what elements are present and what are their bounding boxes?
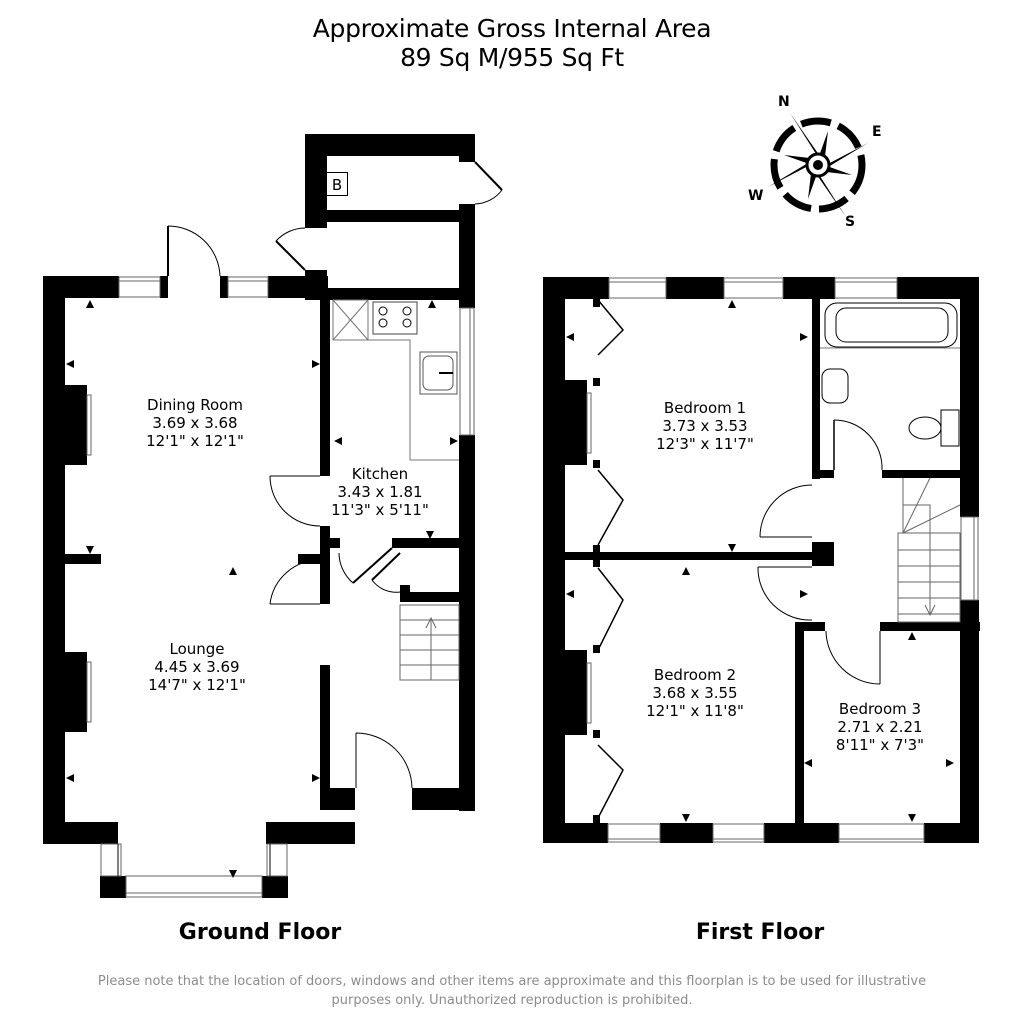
room-imperial: 12'1" x 12'1" xyxy=(146,432,244,450)
first-floor-lines xyxy=(586,277,979,843)
room-metric: 3.68 x 3.55 xyxy=(652,684,738,702)
ground-floor-markers xyxy=(66,300,458,878)
room-metric: 3.73 x 3.53 xyxy=(662,417,748,435)
room-metric: 3.43 x 1.81 xyxy=(337,483,423,501)
room-imperial: 12'1" x 11'8" xyxy=(646,702,744,720)
room-name: Bedroom 1 xyxy=(663,399,747,417)
room-bedroom-3: Bedroom 3 2.71 x 2.21 8'11" x 7'3" xyxy=(836,700,924,754)
compass-east-label: E xyxy=(872,124,882,140)
area-subtitle: 89 Sq M/955 Sq Ft xyxy=(400,43,624,72)
room-lounge: Lounge 4.45 x 3.69 14'7" x 12'1" xyxy=(148,640,246,694)
room-imperial: 11'3" x 5'11" xyxy=(331,501,429,519)
room-metric: 2.71 x 2.21 xyxy=(837,718,923,736)
room-imperial: 12'3" x 11'7" xyxy=(656,435,754,453)
first-floor-label: First Floor xyxy=(695,920,825,945)
disclaimer-line-2: purposes only. Unauthorized reproduction… xyxy=(331,993,693,1008)
first-floor-wardrobe-posts xyxy=(593,299,600,823)
ground-floor-lines xyxy=(86,161,503,898)
room-imperial: 14'7" x 12'1" xyxy=(148,676,246,694)
room-name: Bedroom 3 xyxy=(838,700,922,718)
room-metric: 3.69 x 3.68 xyxy=(152,414,238,432)
compass-west-label: W xyxy=(748,188,764,204)
room-name: Dining Room xyxy=(147,396,243,414)
first-floor-plan xyxy=(543,277,980,843)
compass-south-label: S xyxy=(845,214,856,230)
first-floor-markers xyxy=(566,300,954,822)
room-name: Bedroom 2 xyxy=(653,666,737,684)
compass-rose-icon xyxy=(768,113,868,217)
room-bedroom-2: Bedroom 2 3.68 x 3.55 12'1" x 11'8" xyxy=(646,666,744,720)
disclaimer-line-1: Please note that the location of doors, … xyxy=(97,974,927,989)
ground-floor-label: Ground Floor xyxy=(178,920,342,945)
ground-floor-plan xyxy=(43,134,475,898)
disclaimer: Please note that the location of doors, … xyxy=(40,972,984,1010)
room-dining-room: Dining Room 3.69 x 3.68 12'1" x 12'1" xyxy=(146,396,244,450)
room-bedroom-1: Bedroom 1 3.73 x 3.53 12'3" x 11'7" xyxy=(656,399,754,453)
compass-north-label: N xyxy=(778,94,790,110)
room-name: Lounge xyxy=(169,640,225,658)
boiler-marker: B xyxy=(326,172,348,196)
page-title: Approximate Gross Internal Area xyxy=(312,14,712,43)
room-name: Kitchen xyxy=(351,465,409,483)
room-metric: 4.45 x 3.69 xyxy=(154,658,240,676)
room-kitchen: Kitchen 3.43 x 1.81 11'3" x 5'11" xyxy=(331,465,429,519)
room-imperial: 8'11" x 7'3" xyxy=(835,736,925,754)
